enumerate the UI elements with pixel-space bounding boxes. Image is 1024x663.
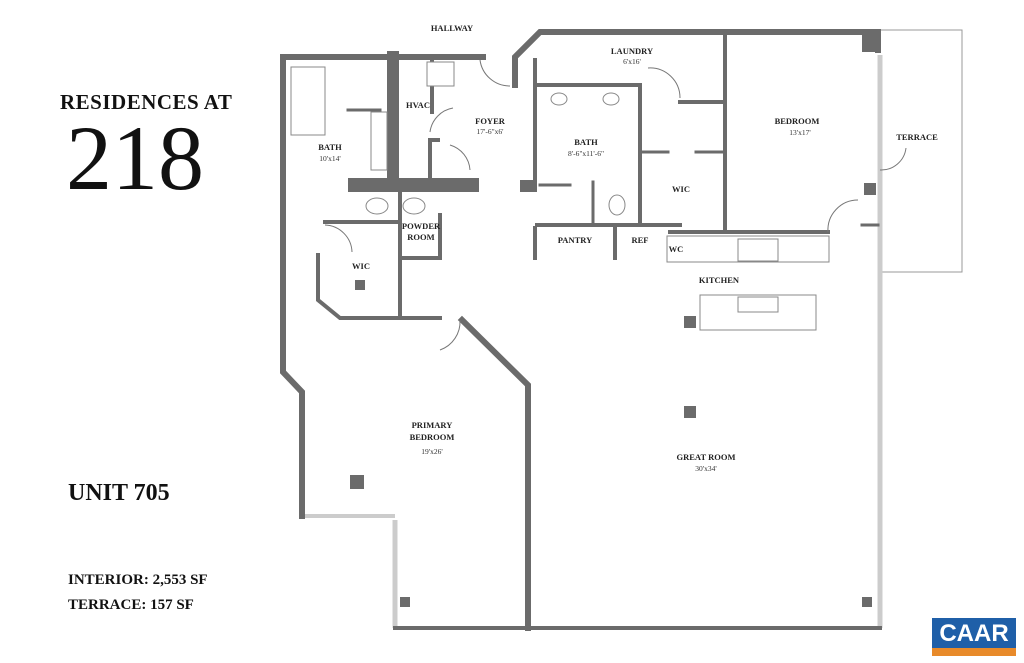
room-pantry: PANTRY <box>558 235 593 245</box>
room-terrace: TERRACE <box>896 132 938 142</box>
room-wic-bedroom: WIC <box>672 184 690 194</box>
room-labels: HALLWAY BATH 10'x14' HVAC FOYER 17'-6"x6… <box>318 23 938 473</box>
room-dim: 8'-6"x11'-6" <box>568 149 604 158</box>
room-laundry: LAUNDRY <box>611 46 653 56</box>
walls <box>280 29 963 631</box>
room-kitchen: KITCHEN <box>699 275 740 285</box>
room-dim: 30'x34' <box>695 464 717 473</box>
room-great-room: GREAT ROOM <box>677 452 736 462</box>
room-wic-primary: WIC <box>352 261 370 271</box>
room-dim: 6'x16' <box>623 57 641 66</box>
room-bath-2: BATH <box>574 137 598 147</box>
room-wc: WC <box>669 244 684 254</box>
room-ref: REF <box>632 235 649 245</box>
logo-text: CAAR <box>939 620 1009 647</box>
title-number: 218 <box>66 107 204 209</box>
title-line1: RESIDENCES AT <box>60 90 233 114</box>
room-dim: 13'x17' <box>789 128 811 137</box>
fixtures <box>290 59 907 351</box>
room-bedroom: BEDROOM <box>775 116 820 126</box>
room-hvac: HVAC <box>406 100 430 110</box>
terrace-area: TERRACE: 157 SF <box>68 597 194 613</box>
room-dim: 19'x26' <box>421 447 443 456</box>
room-hallway: HALLWAY <box>431 23 473 33</box>
room-dim: 10'x14' <box>319 154 341 163</box>
room-dim: 17'-6"x6' <box>476 127 504 136</box>
room-foyer: FOYER <box>475 116 506 126</box>
interior-area: INTERIOR: 2,553 SF <box>68 572 208 588</box>
caar-logo: CAAR <box>932 618 1016 656</box>
logo-tagline-bar <box>932 648 1016 656</box>
unit-label: UNIT 705 <box>68 480 170 506</box>
room-bath-primary: BATH <box>318 142 342 152</box>
